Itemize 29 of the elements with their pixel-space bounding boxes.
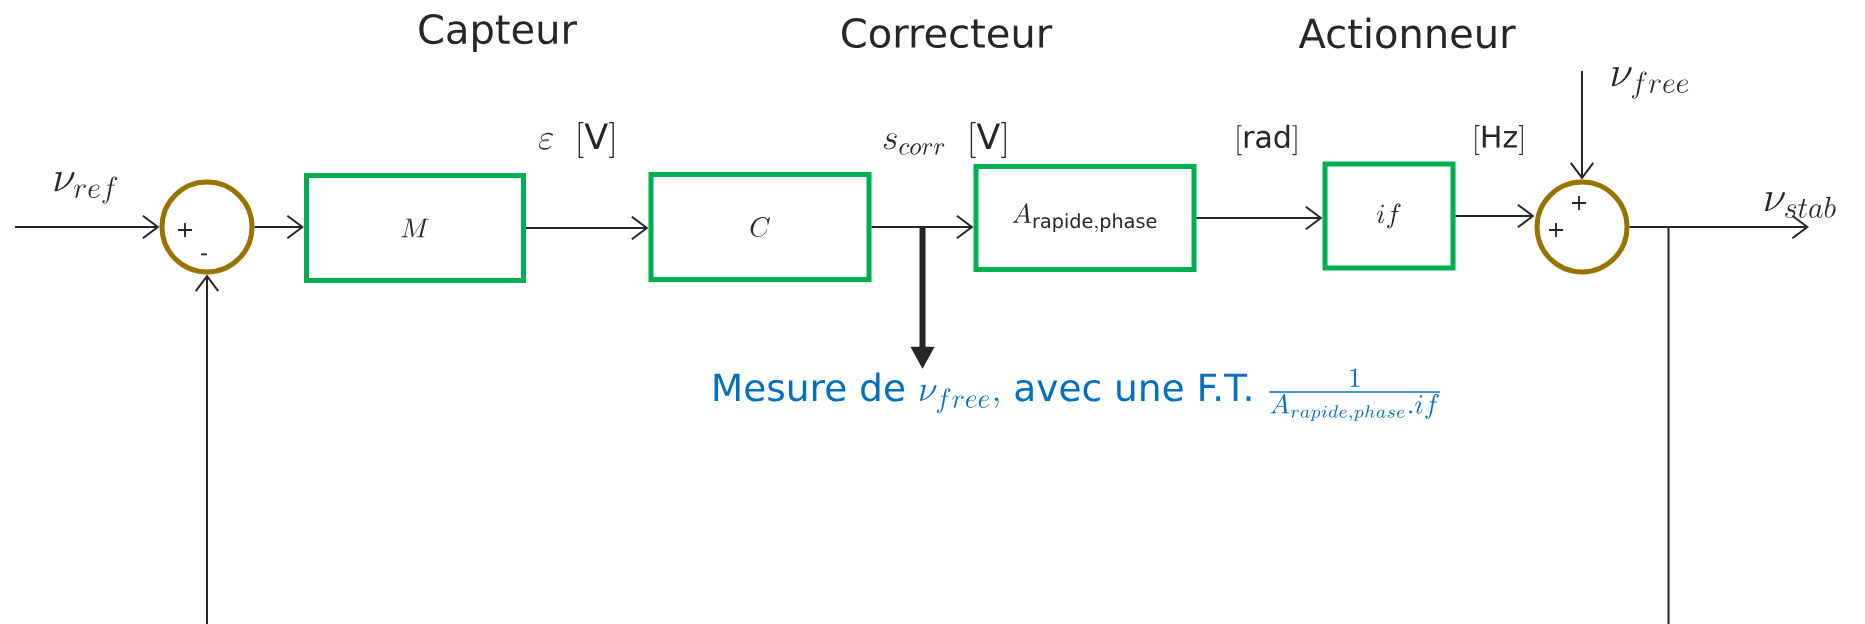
signal-arrow: [14, 214, 160, 240]
signal-arrow: [1454, 203, 1535, 229]
signal-line: [1667, 226, 1670, 624]
edge-label: $[\mathrm{rad}]$: [1237, 124, 1297, 156]
edge-label: $\varepsilon\;\;[\mathrm{V}]$: [538, 122, 614, 158]
edge-label: $\nu_{free}$: [1611, 67, 1689, 99]
note-text: Mesure de $\nu_{free},$ avec une F.T. $\frac{1}{A_{rapide,phase}.if}$: [714, 368, 1441, 421]
signal-arrow: [1628, 214, 1809, 240]
sign-label: +: [1549, 222, 1564, 238]
edge-label: $s_{corr}\;\;[\mathrm{V}]$: [883, 122, 1006, 158]
signal-arrow: [1569, 70, 1595, 180]
block-box: $if$: [1322, 161, 1456, 271]
block-box: $A_{\mathrm{rapide,phase}}$: [973, 164, 1197, 272]
edge-label: $\nu_{ref}$: [54, 172, 118, 204]
signal-arrow: [870, 214, 974, 240]
signal-arrow: [253, 214, 304, 240]
sign-label: +: [178, 222, 193, 238]
edge-label: $\nu_{stab}$: [1765, 192, 1836, 218]
signal-arrow: [525, 215, 649, 241]
section-heading: Correcteur: [842, 17, 1053, 49]
section-heading: Actionneur: [1298, 17, 1516, 49]
block-box: $M$: [304, 173, 526, 283]
block-box: $C$: [648, 172, 872, 282]
sign-label: -: [201, 253, 207, 256]
edge-label: $[\mathrm{Hz}]$: [1475, 125, 1523, 155]
section-heading: Capteur: [419, 14, 577, 52]
signal-arrow: [1195, 205, 1323, 231]
signal-arrow: [194, 274, 220, 624]
sign-label: +: [1572, 195, 1587, 211]
